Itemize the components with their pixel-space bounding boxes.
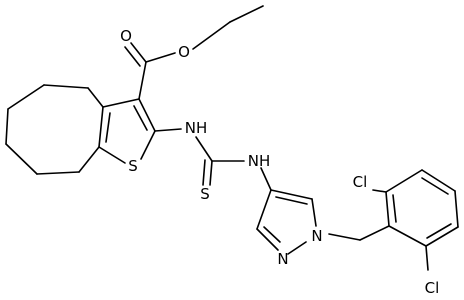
bond-c2ar-cl [372,189,387,193]
bond-cthio-sthio-b [202,159,206,186]
bond-carbonylc-c3 [138,61,147,100]
atom-labels: O O S NH S NH N N Cl Cl [120,27,439,297]
benzene-ring [372,169,459,271]
bond-c4pz-c5pz [270,189,313,200]
bond-c3a-c4 [87,87,104,108]
atom-thiophene-sulfur: S [128,157,138,175]
atom-thiocarbonyl-sulfur: S [200,185,210,203]
bond-c3a-c8a [98,106,104,148]
atom-chlorine-top: Cl [353,173,368,191]
bond-carbonylc-ocarbonyl-a [130,42,147,63]
bond-c3-c3a [102,98,140,108]
bond-c1ar-c2ar-inner [392,194,397,223]
bond-c3ar-c4ar-inner [421,177,449,195]
bond-c7-c8 [5,143,38,175]
bond-c3pz-c4pz [256,189,272,230]
atom-amine-nh-2: NH [248,152,271,170]
bond-c5-c6 [7,84,45,110]
bond-c4-c5 [43,84,89,89]
bond-nh2-c4pz [260,167,272,191]
pyrazole-ring [256,189,317,255]
bond-c4pz-c5pz-inner [275,196,308,205]
bond-cthio-sthio-a [209,160,213,186]
bond-c6ar-c1ar [388,225,427,247]
bond-c6-c7 [5,108,9,145]
bond-n2-c3pz [256,228,279,251]
bond-n2-c3pz-inner [263,226,281,243]
bond-n1-n2 [287,241,307,255]
bond-ch2-oester [192,21,231,50]
bond-nh1-cthio [195,136,213,162]
bond-c6ar-cl [425,245,429,271]
atom-pyrazole-n2: N [277,250,288,268]
bond-c2-c3 [138,98,156,132]
bond-c8-c9 [36,171,80,175]
cycloheptane-ring [5,84,104,175]
atom-amine-nh-1: NH [185,119,208,137]
bond-ch3-ch2 [229,5,264,23]
bond-c5ar-c6ar [425,226,459,247]
bond-c1ar-c2ar [385,191,390,227]
bond-c9-c8a [78,146,100,173]
bond-c8a-s [98,146,126,164]
bond-c4ar-c5ar [454,190,459,228]
bond-carbonylc-ocarbonyl-b [124,46,141,67]
bond-ch2-c1ar [359,225,390,241]
bond-oester-carbonylc [145,52,176,63]
atom-ester-oxygen: O [178,43,190,61]
dichlorobenzyl-group [328,225,390,241]
bond-c2-nh1 [154,128,182,132]
bond-c2-c3-inner [133,105,148,131]
atom-chlorine-bottom: Cl [425,279,440,297]
bond-n1-ch2 [328,233,361,241]
bond-c5ar-c6ar-inner [426,223,452,239]
atom-pyrazole-n1: N [311,227,322,245]
ester-group [124,5,264,100]
thiourea-linker [154,128,272,191]
bond-s-c2 [140,130,156,160]
thiophene-ring [98,98,156,164]
bond-c5pz-n1 [311,198,317,227]
bond-c3a-c8a-inner [105,112,111,143]
atom-carbonyl-oxygen: O [120,27,132,45]
bond-c2ar-c3ar [385,169,423,193]
bond-c3ar-c4ar [421,169,456,192]
